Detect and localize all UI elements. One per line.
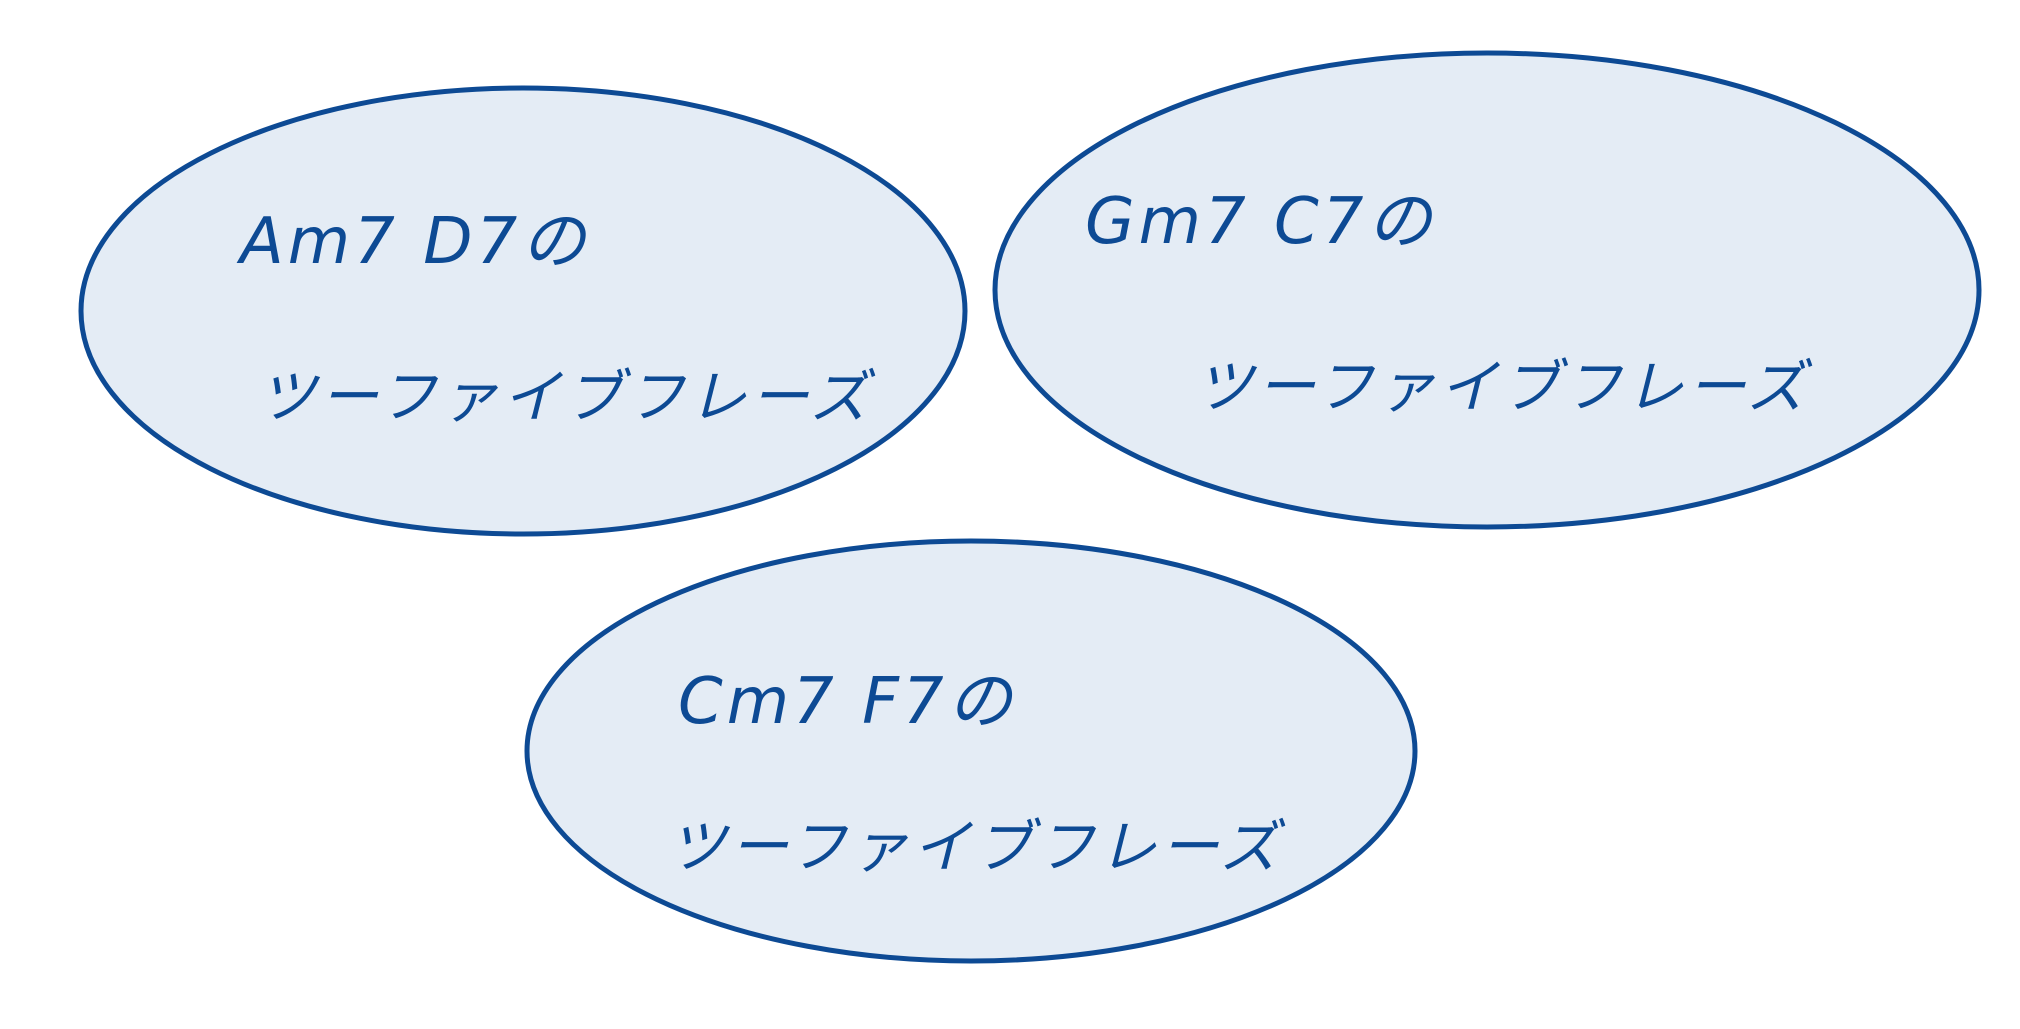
bubble-3-phrase: ツーファイブフレーズ (668, 813, 1282, 881)
bubble-gm7-c7 (992, 50, 1982, 530)
bubble-am7-d7 (78, 85, 968, 537)
bubble-1-phrase: ツーファイブフレーズ (258, 363, 872, 431)
bubble-cm7-f7 (524, 538, 1418, 964)
bubble-1-chords: Am7 D7の (240, 205, 590, 279)
bubble-3-chords: Cm7 F7の (678, 665, 1016, 739)
bubble-2-chords: Gm7 C7の (1085, 185, 1436, 259)
bubble-2-phrase: ツーファイブフレーズ (1195, 353, 1809, 421)
